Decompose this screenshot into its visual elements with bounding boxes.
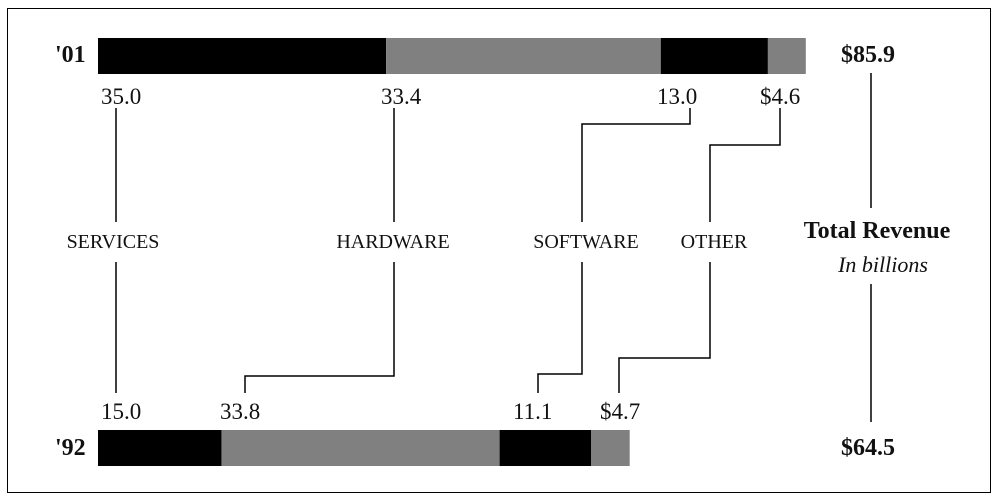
connector-other: [618, 108, 781, 393]
bar-2001: [98, 38, 806, 74]
category-label-hardware: HARDWARE: [336, 231, 449, 253]
bar-segment-2001-other: [767, 38, 806, 74]
bar-1992: [98, 430, 630, 466]
value-label-2001-hardware: 33.4: [381, 84, 422, 109]
bar-segment-2001-software: [660, 38, 768, 74]
connector-software: [537, 108, 691, 393]
category-label-software: SOFTWARE: [533, 231, 639, 253]
chart-subtitle: In billions: [837, 252, 928, 277]
bar-segment-2001-hardware: [386, 38, 661, 74]
category-label-other: OTHER: [681, 231, 748, 253]
year-label-1992: '92: [55, 435, 86, 461]
value-label-1992-software: 11.1: [513, 399, 552, 424]
value-label-2001-other: $4.6: [760, 84, 800, 109]
category-connectors: [115, 108, 781, 393]
bar-segment-1992-other: [591, 430, 630, 466]
bar-segment-1992-hardware: [221, 430, 500, 466]
category-label-services: SERVICES: [67, 231, 160, 253]
bar-segment-2001-services: [98, 38, 387, 74]
total-1992: $64.5: [841, 435, 895, 461]
value-label-2001-services: 35.0: [101, 84, 141, 109]
value-label-2001-software: 13.0: [657, 84, 697, 109]
bar-segment-1992-services: [98, 430, 222, 466]
value-label-1992-hardware: 33.8: [220, 399, 260, 424]
connector-hardware: [244, 108, 395, 393]
value-label-1992-services: 15.0: [101, 399, 141, 424]
chart-frame: [7, 8, 991, 493]
bar-segment-1992-software: [499, 430, 591, 466]
total-2001: $85.9: [841, 42, 895, 68]
chart-title: Total Revenue: [804, 218, 951, 244]
value-label-1992-other: $4.7: [600, 399, 640, 424]
year-label-2001: '01: [55, 42, 86, 68]
